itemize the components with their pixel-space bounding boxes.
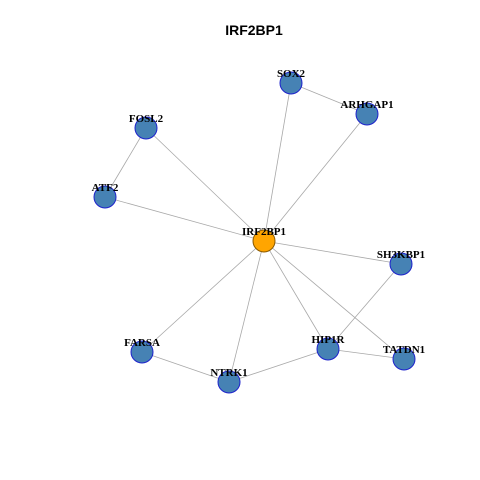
node-circle [389, 252, 413, 276]
edge-irf2bp1-sox2 [263, 82, 292, 242]
node-label: FOSL2 [129, 113, 164, 125]
edge-irf2bp1-sh3kbp1 [263, 240, 402, 265]
node-tatdn1: TATDN1 [383, 344, 425, 371]
node-circle [252, 229, 276, 253]
edge-irf2bp1-ntrk1 [228, 240, 265, 383]
node-circle [134, 116, 158, 140]
node-sh3kbp1: SH3KBP1 [377, 249, 425, 276]
edge-sox2-arhgap1 [290, 82, 368, 115]
node-atf2: ATF2 [92, 182, 119, 209]
node-label: FARSA [124, 337, 160, 349]
node-circle [130, 340, 154, 364]
node-label: NTRK1 [210, 367, 247, 379]
node-circle [355, 102, 379, 126]
node-label: SOX2 [277, 68, 306, 80]
graph-title: IRF2BP1 [225, 22, 283, 38]
edge-hip1r-tatdn1 [327, 348, 405, 360]
edge-fosl2-atf2 [104, 127, 147, 198]
node-irf2bp1: IRF2BP1 [242, 226, 286, 253]
node-circle [392, 347, 416, 371]
node-circle [217, 370, 241, 394]
node-ntrk1: NTRK1 [210, 367, 248, 394]
node-circle [316, 337, 340, 361]
node-arhgap1: ARHGAP1 [340, 99, 394, 126]
node-circle [279, 71, 303, 95]
edge-irf2bp1-hip1r [263, 240, 329, 350]
edge-sh3kbp1-hip1r [327, 263, 402, 350]
node-label: ARHGAP1 [340, 99, 393, 111]
node-farsa: FARSA [124, 337, 160, 364]
node-label: TATDN1 [383, 344, 425, 356]
edge-irf2bp1-farsa [141, 240, 265, 353]
edges-layer [104, 82, 405, 383]
node-label: SH3KBP1 [377, 249, 425, 261]
edge-irf2bp1-arhgap1 [263, 113, 368, 242]
node-circle [93, 185, 117, 209]
node-sox2: SOX2 [277, 68, 306, 95]
edge-farsa-ntrk1 [141, 351, 230, 383]
node-label: IRF2BP1 [242, 226, 286, 238]
edge-irf2bp1-fosl2 [145, 127, 265, 242]
edge-irf2bp1-tatdn1 [263, 240, 405, 360]
edge-ntrk1-hip1r [228, 348, 329, 383]
node-label: HIP1R [312, 334, 346, 346]
node-hip1r: HIP1R [312, 334, 346, 361]
node-label: ATF2 [92, 182, 119, 194]
edge-irf2bp1-atf2 [104, 196, 265, 242]
node-fosl2: FOSL2 [129, 113, 164, 140]
